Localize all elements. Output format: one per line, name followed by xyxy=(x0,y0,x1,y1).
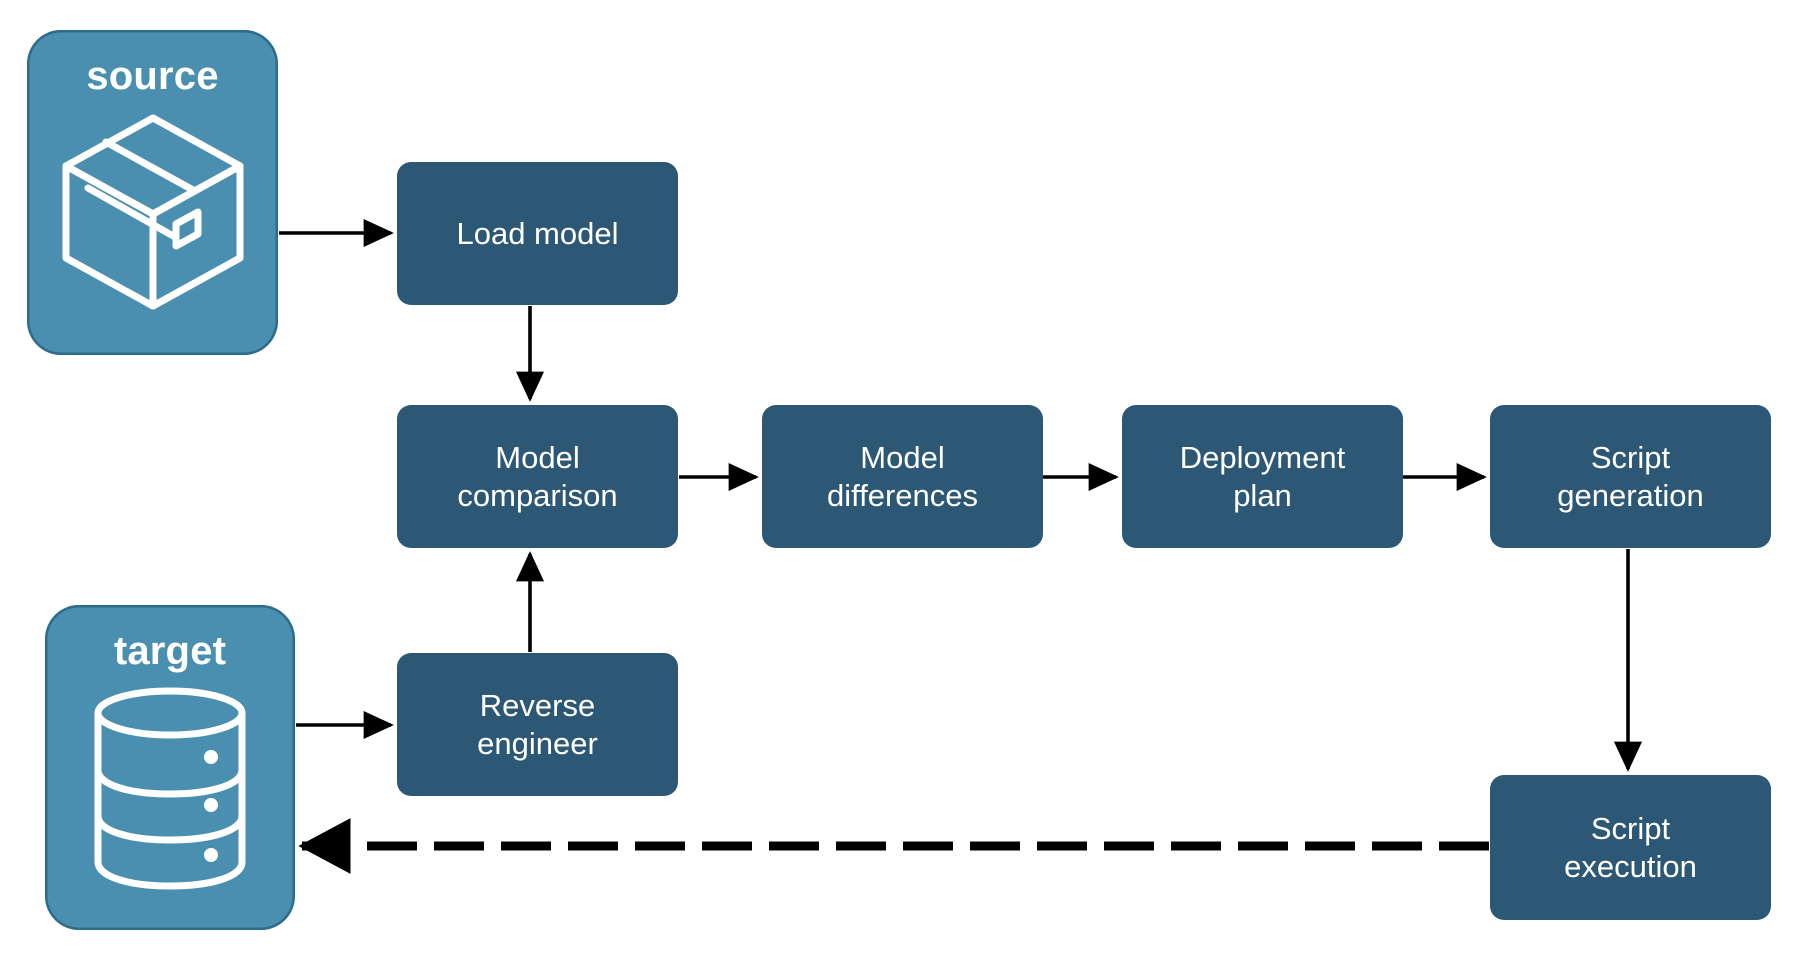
endpoint-source[interactable]: source xyxy=(27,30,278,355)
node-model-differences[interactable]: Model differences xyxy=(762,405,1043,548)
node-deployment-plan-label: Deployment plan xyxy=(1179,439,1346,513)
node-reverse-engineer[interactable]: Reverse engineer xyxy=(397,653,678,796)
endpoint-target-label: target xyxy=(113,629,227,673)
node-model-differences-label: Model differences xyxy=(826,439,979,513)
node-model-comparison-label: Model comparison xyxy=(457,439,618,513)
node-script-execution-label: Script execution xyxy=(1564,810,1697,884)
node-load-model-label: Load model xyxy=(456,215,619,251)
node-script-execution[interactable]: Script execution xyxy=(1490,775,1771,920)
endpoint-target[interactable]: target xyxy=(45,605,295,930)
node-model-comparison[interactable]: Model comparison xyxy=(397,405,678,548)
endpoint-source-label: source xyxy=(86,54,219,98)
database-cylinder-icon xyxy=(90,685,250,895)
node-script-generation[interactable]: Script generation xyxy=(1490,405,1771,548)
package-box-icon xyxy=(58,110,248,315)
node-reverse-engineer-label: Reverse engineer xyxy=(477,687,598,761)
node-script-generation-label: Script generation xyxy=(1557,439,1704,513)
node-load-model[interactable]: Load model xyxy=(397,162,678,305)
node-deployment-plan[interactable]: Deployment plan xyxy=(1122,405,1403,548)
